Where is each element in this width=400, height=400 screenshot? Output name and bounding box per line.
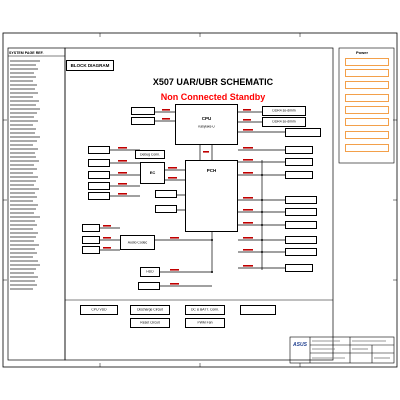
ec-label: EC: [149, 171, 156, 175]
note-item-8: [345, 144, 389, 152]
toc-box: [7, 47, 66, 361]
ddr-block-b: DDR4 so-dimm: [262, 117, 306, 127]
pch-right-block-8: [285, 236, 317, 244]
frame-ticks: [3, 33, 397, 367]
pch-label: PCH: [206, 168, 217, 173]
page-subtitle: Non Connected Standby: [160, 92, 266, 102]
cpu-left-block-2: [131, 117, 155, 125]
dc-batt-label: DC & BATT. Conn.: [190, 308, 219, 312]
pch-right-block-7: [285, 221, 317, 229]
block-diagram-label: BLOCK DIAGRAM: [66, 60, 114, 71]
ddr-b-label: DDR4 so-dimm: [272, 120, 296, 124]
ec-left-block-3: [88, 171, 110, 179]
cpu-vdd-label: CPU VDD: [91, 308, 107, 312]
discharge-label: Discharge Circuit: [137, 308, 163, 312]
dc-batt-block: DC & BATT. Conn.: [185, 305, 225, 315]
pch-right-block-10: [285, 264, 313, 272]
pwm-label: PWM Fan: [197, 321, 213, 325]
notes-box: [338, 47, 395, 164]
note-item-5: [345, 106, 389, 114]
debug-conn-label: Debug Conn.: [140, 152, 160, 156]
audio-left-block-1: [82, 224, 100, 232]
pch-left-block-1: [155, 190, 177, 198]
audio-codec-block: Audio Codec: [120, 235, 155, 250]
toc-rows: [10, 60, 40, 290]
note-item-2: [345, 69, 389, 77]
title-block-text: [312, 340, 390, 359]
note-item-7: [345, 131, 389, 139]
hdd-block: HDD: [140, 267, 160, 277]
audio-left-block-2: [82, 236, 100, 244]
junction-dots: [211, 174, 263, 273]
pch-right-block-2: [285, 146, 313, 154]
cpu-vdd-block: CPU VDD: [80, 305, 118, 315]
pch-right-block-9: [285, 248, 317, 256]
note-item-4: [345, 94, 389, 102]
cpu-sub-label: Kabylake-U: [198, 125, 215, 129]
notes-heading: Power: [356, 50, 369, 55]
reset-block: Reset Circuit: [130, 318, 170, 328]
ec-block: EC: [140, 162, 165, 184]
toc-title: SYSTEM PAGE REF.: [9, 51, 44, 55]
pch-right-block-1: [285, 128, 321, 137]
pch-right-block-4: [285, 171, 313, 179]
cpu-label: CPU: [201, 116, 212, 121]
asus-logo: ASUS: [293, 342, 307, 348]
pch-right-block-5: [285, 196, 317, 204]
reset-label: Reset Circuit: [140, 321, 160, 325]
cpu-block: CPU Kabylake-U: [175, 104, 238, 145]
diagram-frame: [64, 47, 334, 361]
pch-block: PCH: [185, 160, 238, 232]
power-block: [240, 305, 276, 315]
pch-right-block-6: [285, 208, 317, 216]
ec-left-block-5: [88, 192, 110, 200]
title-block: [289, 336, 395, 364]
pch-left-block-2: [155, 205, 177, 213]
ddr-a-label: DDR4 so-dimm: [272, 109, 296, 113]
debug-conn-block: Debug Conn.: [135, 150, 165, 159]
audio-left-block-3: [82, 246, 100, 254]
cpu-left-block-1: [131, 107, 155, 115]
hdd-lower-block: [138, 282, 160, 290]
hdd-label: HDD: [146, 270, 154, 274]
audio-codec-label: Audio Codec: [127, 240, 148, 244]
note-item-6: [345, 118, 389, 126]
pch-right-block-3: [285, 158, 313, 166]
pwm-block: PWM Fan: [185, 318, 225, 328]
signal-wires: [100, 111, 285, 287]
page-title: X507 UAR/UBR SCHEMATIC: [152, 77, 274, 87]
ec-left-block-2: [88, 159, 110, 167]
ec-left-block-4: [88, 182, 110, 190]
ddr-block-a: DDR4 so-dimm: [262, 106, 306, 116]
note-item-1: [345, 58, 389, 66]
discharge-block: Discharge Circuit: [130, 305, 170, 315]
note-item-3: [345, 81, 389, 89]
ec-left-block-1: [88, 146, 110, 154]
